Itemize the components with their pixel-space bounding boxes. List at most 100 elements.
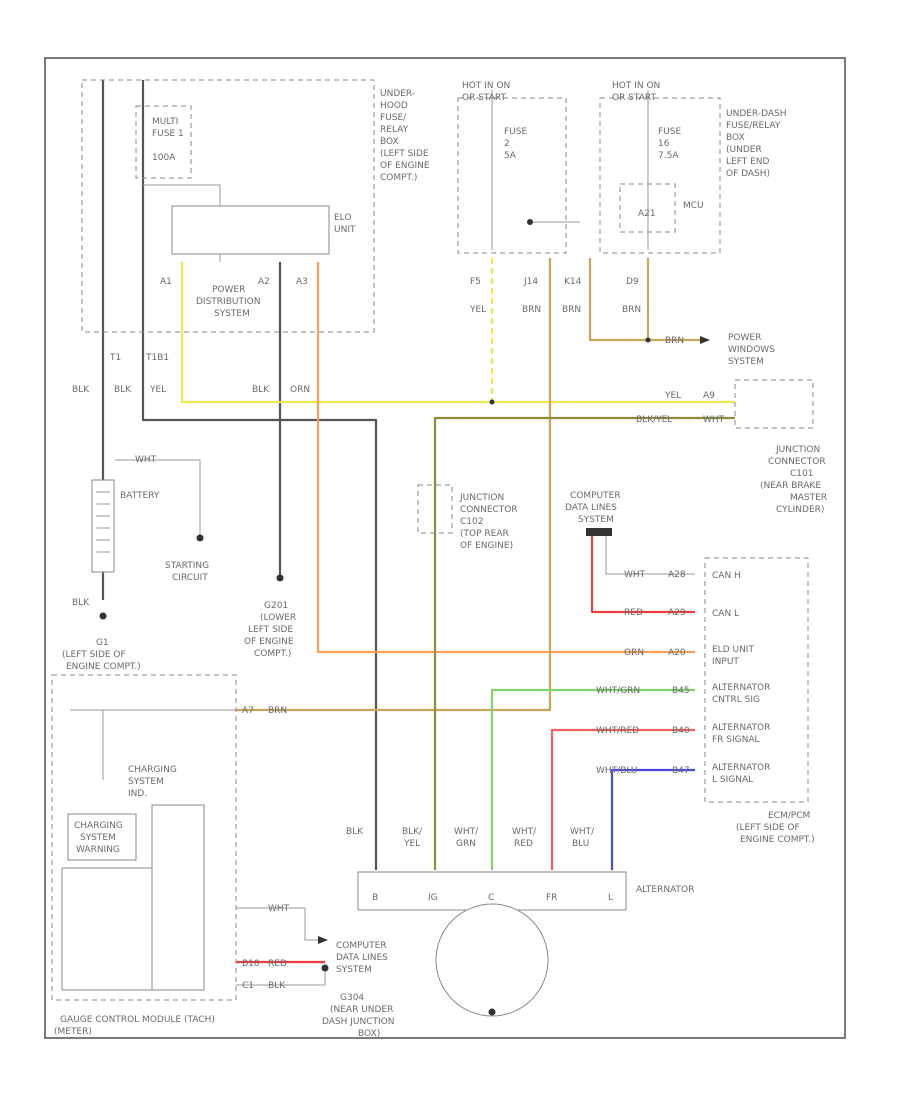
pin-t1: T1 <box>109 353 121 363</box>
c101-box <box>734 379 814 429</box>
pin-a28: A28 <box>668 570 686 580</box>
wire-label-brn-1: BRN <box>522 305 541 315</box>
alt-term-fr: FR <box>546 893 557 903</box>
alt-wire-labels: BLK BLK/ YEL WHT/ GRN WHT/ RED WHT/ BLU <box>346 827 595 849</box>
elo-unit-box <box>171 205 330 255</box>
svg-text:COMPUTER: COMPUTER <box>336 941 387 951</box>
wire-label-brn-3: BRN <box>622 305 641 315</box>
svg-text:(NEAR BRAKE: (NEAR BRAKE <box>760 481 821 491</box>
wire-label-yel-2: YEL <box>469 305 486 315</box>
svg-text:BLK: BLK <box>346 827 364 837</box>
alternator-circle <box>435 903 549 1017</box>
ground-dot-g1 <box>99 612 107 620</box>
power-dist-label-3: SYSTEM <box>214 309 250 319</box>
svg-text:CHARGING: CHARGING <box>74 821 123 831</box>
g1-label: G1 (LEFT SIDE OF ENGINE COMPT.) <box>62 638 141 672</box>
svg-text:(LEFT SIDE OF: (LEFT SIDE OF <box>736 823 800 833</box>
pin-b40: B40 <box>672 726 690 736</box>
svg-text:OF ENGINE): OF ENGINE) <box>460 541 513 551</box>
svg-text:(LEFT SIDE OF: (LEFT SIDE OF <box>62 650 126 660</box>
power-dist-label-2: DISTRIBUTION <box>196 297 260 307</box>
fuse-a-amp: 5A <box>504 151 517 161</box>
wire-label-brn-gauge: BRN <box>268 706 287 716</box>
svg-text:SYSTEM: SYSTEM <box>336 965 372 975</box>
svg-text:BOX): BOX) <box>358 1029 380 1039</box>
svg-text:WHT/: WHT/ <box>570 827 595 837</box>
svg-text:DASH JUNCTION: DASH JUNCTION <box>322 1017 395 1027</box>
computer-lines-bottom-label: COMPUTER DATA LINES SYSTEM <box>336 941 388 975</box>
pin-a2: A2 <box>258 277 270 287</box>
wire-orn-elo <box>316 262 695 654</box>
wire-label-blk-gauge: BLK <box>268 981 286 991</box>
g304-label: G304 (NEAR UNDER DASH JUNCTION BOX) <box>322 993 395 1039</box>
wire-label-wht-grn: WHT/GRN <box>596 686 640 696</box>
hot-run-label-2: HOT IN ON <box>612 81 660 91</box>
svg-text:G304: G304 <box>340 993 364 1003</box>
wire-grn <box>490 688 695 870</box>
ground-dot-g304 <box>321 964 329 972</box>
wire-label-blk-1: BLK <box>72 385 90 395</box>
alt-term-c: C <box>488 893 494 903</box>
svg-text:CHARGING: CHARGING <box>128 765 177 775</box>
pin-a3: A3 <box>296 277 308 287</box>
svg-text:INPUT: INPUT <box>712 657 739 667</box>
fuse-b-amp: 7.5A <box>658 151 679 161</box>
pin-a29: A29 <box>668 608 686 618</box>
wire-label-wht-c101: WHT <box>703 415 725 425</box>
wire-blk-t1b1 <box>141 80 378 870</box>
svg-text:CAN L: CAN L <box>712 609 739 619</box>
ground-dot-alt <box>488 1008 496 1016</box>
gauge-module-label: GAUGE CONTROL MODULE (TACH) <box>60 1015 215 1025</box>
svg-text:G201: G201 <box>264 601 288 611</box>
svg-text:SYSTEM: SYSTEM <box>128 777 164 787</box>
pin-c1: C1 <box>242 981 254 991</box>
c101-label: JUNCTION CONNECTOR C101 (NEAR BRAKE MAST… <box>760 445 827 515</box>
fuse-a-label: FUSE <box>504 127 527 137</box>
battery-label: BATTERY <box>120 491 160 501</box>
pin-t1b1: T1B1 <box>145 353 169 363</box>
svg-text:OF ENGINE: OF ENGINE <box>244 637 294 647</box>
wire-label-orn-1: ORN <box>290 385 310 395</box>
svg-text:COMPT.): COMPT.) <box>380 173 417 183</box>
svg-text:ENGINE COMPT.): ENGINE COMPT.) <box>740 835 815 845</box>
wire-label-brn-4: BRN <box>665 336 684 346</box>
wire-wht-gauge <box>236 907 318 941</box>
ground-dot-c101 <box>527 219 533 225</box>
svg-text:(NEAR UNDER: (NEAR UNDER <box>330 1005 393 1015</box>
multi-fuse-box <box>135 105 192 179</box>
wire-gray-starting <box>115 459 201 535</box>
connector-can <box>586 528 612 536</box>
ecm-label: ECM/PCM (LEFT SIDE OF ENGINE COMPT.) <box>736 811 815 845</box>
wire-label-brn-2: BRN <box>562 305 581 315</box>
svg-text:POWER: POWER <box>728 333 761 343</box>
svg-text:L SIGNAL: L SIGNAL <box>712 775 753 785</box>
pin-a7: A7 <box>242 706 254 716</box>
wire-label-wht-blu: WHT/BLU <box>596 766 638 776</box>
ground-dot-g201 <box>276 574 284 582</box>
wire-label-red-gauge: RED <box>268 959 287 969</box>
arrow-computer-bottom <box>318 936 328 944</box>
junction-dot-1 <box>489 399 495 405</box>
wire-label-wht-gauge: WHT <box>268 904 290 914</box>
battery-box <box>91 479 115 573</box>
alternator-label: ALTERNATOR <box>636 885 694 895</box>
diagram-frame <box>44 57 846 1039</box>
svg-text:C101: C101 <box>790 469 813 479</box>
pin-j14: J14 <box>523 277 538 287</box>
svg-text:ALTERNATOR: ALTERNATOR <box>712 763 770 773</box>
svg-text:ENGINE COMPT.): ENGINE COMPT.) <box>66 662 141 672</box>
svg-text:COMPT.): COMPT.) <box>254 649 291 659</box>
battery-cells <box>96 491 110 553</box>
multi-fuse-label: MULTI <box>152 117 178 127</box>
wire-label-yel-1: YEL <box>149 385 166 395</box>
svg-text:SYSTEM: SYSTEM <box>80 833 116 843</box>
ecm-box <box>704 557 809 803</box>
arrow-power-windows <box>700 336 710 344</box>
power-dist-label: POWER <box>212 285 245 295</box>
svg-text:(TOP REAR: (TOP REAR <box>460 529 509 539</box>
svg-text:ECM/PCM: ECM/PCM <box>768 811 810 821</box>
gauge-module-label-2: (METER) <box>54 1027 92 1037</box>
junction-dot-2 <box>645 337 651 343</box>
wire-label-blk-g1: BLK <box>72 598 90 608</box>
svg-text:WINDOWS: WINDOWS <box>728 345 775 355</box>
